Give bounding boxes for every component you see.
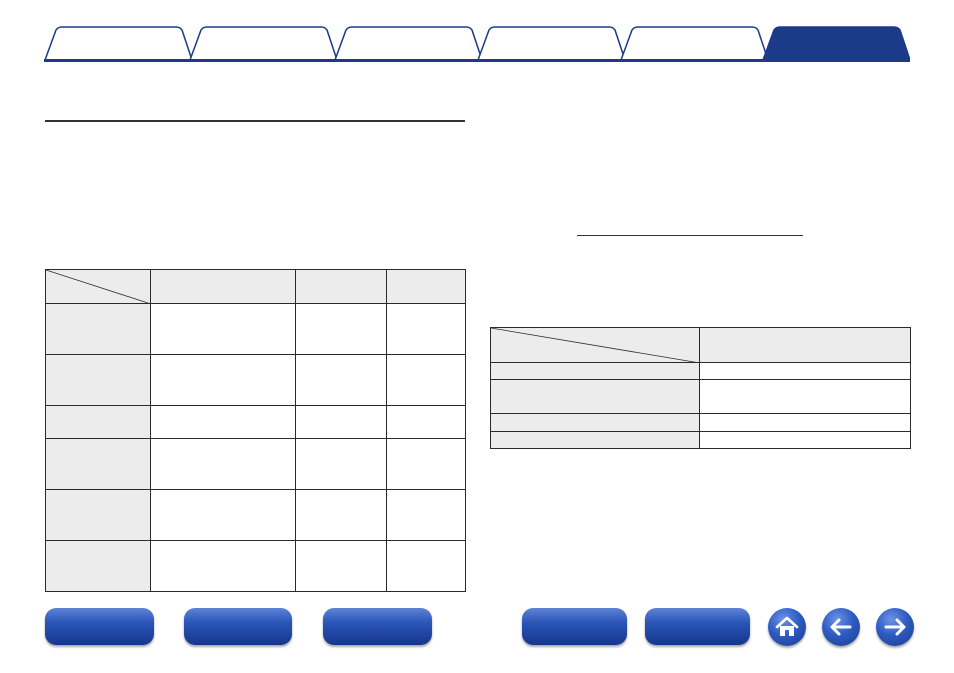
spec-table-left xyxy=(45,269,466,592)
row-header xyxy=(490,379,700,414)
diagonal-header-cell xyxy=(490,327,700,363)
home-icon xyxy=(775,616,799,636)
table-cell xyxy=(295,489,387,541)
row-header xyxy=(45,303,151,355)
table-cell xyxy=(386,489,466,541)
table-cell xyxy=(699,413,911,432)
table-cell xyxy=(386,354,466,406)
row-header xyxy=(45,540,151,592)
home-button[interactable] xyxy=(768,608,806,646)
table-cell xyxy=(150,438,296,490)
table-cell xyxy=(150,405,296,439)
column-header xyxy=(295,269,387,304)
tab-4[interactable] xyxy=(477,26,625,61)
table-cell xyxy=(150,489,296,541)
table-row xyxy=(490,431,911,449)
tab-1[interactable] xyxy=(44,26,192,61)
table-cell xyxy=(295,354,387,406)
table-cell xyxy=(295,303,387,355)
tab-bar xyxy=(44,26,910,62)
row-header xyxy=(45,489,151,541)
nav-button-2[interactable] xyxy=(184,608,292,645)
spec-table-right xyxy=(490,327,911,449)
nav-button-3[interactable] xyxy=(323,608,432,645)
row-header xyxy=(45,405,151,439)
row-header xyxy=(45,354,151,406)
tab-bar-underline xyxy=(44,59,910,62)
column-header xyxy=(699,327,911,363)
row-header xyxy=(45,438,151,490)
table-cell xyxy=(295,540,387,592)
table-cell xyxy=(295,405,387,439)
table-row xyxy=(45,438,466,490)
back-button[interactable] xyxy=(822,608,860,646)
table-cell xyxy=(295,438,387,490)
table-header-row xyxy=(490,327,911,363)
table-cell xyxy=(386,303,466,355)
table-cell xyxy=(150,303,296,355)
tab-2[interactable] xyxy=(189,26,337,61)
forward-arrow-icon xyxy=(884,618,906,636)
nav-button-4[interactable] xyxy=(522,608,627,645)
table-cell xyxy=(699,431,911,449)
table-cell xyxy=(386,540,466,592)
tab-3[interactable] xyxy=(334,26,482,61)
nav-button-5[interactable] xyxy=(645,608,750,645)
link-underline[interactable] xyxy=(577,235,803,236)
table-row xyxy=(490,362,911,380)
table-cell xyxy=(386,405,466,439)
table-cell xyxy=(386,438,466,490)
forward-button[interactable] xyxy=(876,608,914,646)
table-header-row xyxy=(45,269,466,304)
table-row xyxy=(490,413,911,432)
table-cell xyxy=(150,354,296,406)
table-row xyxy=(45,303,466,355)
tab-6-active[interactable] xyxy=(762,26,910,61)
nav-button-1[interactable] xyxy=(45,608,154,645)
column-header xyxy=(150,269,296,304)
table-cell xyxy=(150,540,296,592)
section-title-rule xyxy=(45,120,465,122)
table-row xyxy=(45,354,466,406)
table-row xyxy=(45,540,466,592)
row-header xyxy=(490,413,700,432)
diagonal-header-cell xyxy=(45,269,151,304)
column-header xyxy=(386,269,466,304)
table-row xyxy=(45,489,466,541)
back-arrow-icon xyxy=(830,618,852,636)
row-header xyxy=(490,431,700,449)
table-row xyxy=(490,379,911,414)
table-cell xyxy=(699,379,911,414)
tab-5[interactable] xyxy=(620,26,768,61)
row-header xyxy=(490,362,700,380)
table-cell xyxy=(699,362,911,380)
table-row xyxy=(45,405,466,439)
